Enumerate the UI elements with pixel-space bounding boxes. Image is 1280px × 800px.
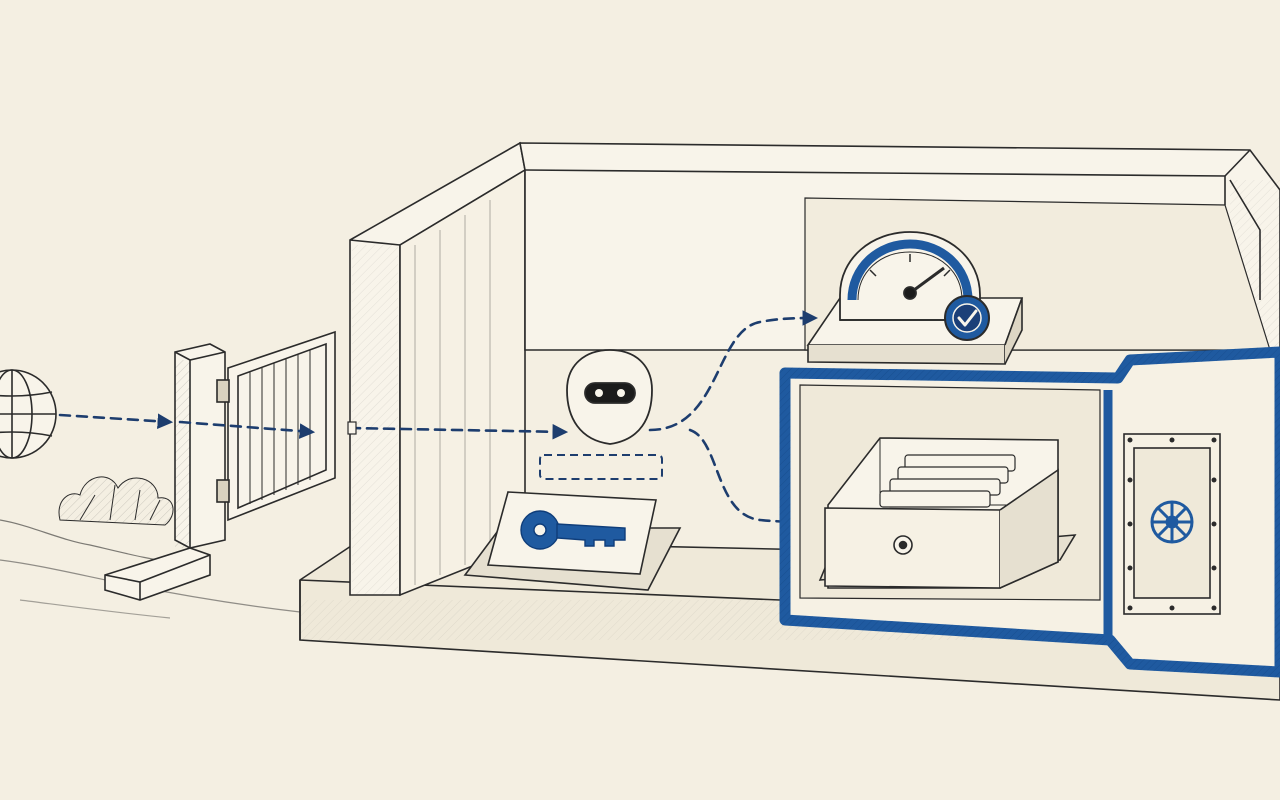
arrow-agent-to-gauge [648, 310, 819, 432]
gate-latch [347, 421, 357, 435]
arrow-through-gate [178, 420, 316, 439]
agent-shadow-outline [539, 454, 663, 480]
arrow-globe-to-gate [58, 413, 174, 429]
robot-agent-icon [566, 349, 653, 445]
gate-post [104, 343, 226, 601]
key-icon [520, 510, 626, 550]
gate-icon [216, 330, 336, 522]
check-badge-icon [944, 295, 990, 341]
file-drawer-icon [818, 437, 1077, 589]
enclosure-left-wall [349, 141, 526, 597]
shrub [58, 476, 174, 526]
arrow-gate-to-agent [348, 423, 569, 440]
vault-wheel-icon [1150, 500, 1194, 544]
globe-icon [0, 369, 57, 459]
